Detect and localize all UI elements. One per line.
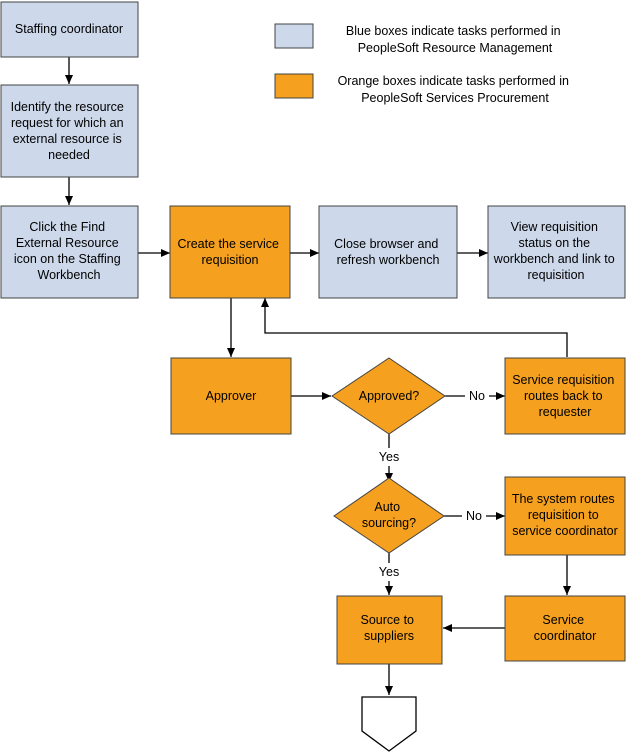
svg-text:Staffing coordinator: Staffing coordinator xyxy=(15,22,123,36)
off-page-connector xyxy=(361,696,417,752)
connectors xyxy=(65,57,571,695)
edge-label-approved-yes: Yes xyxy=(375,448,403,466)
svg-text:Approved?: Approved? xyxy=(359,389,420,403)
edge-label-auto-yes: Yes xyxy=(375,563,403,581)
decision-auto-sourcing: Auto sourcing? xyxy=(333,477,445,554)
svg-text:No: No xyxy=(469,389,485,403)
box-close-browser: Close browser and refresh workbench xyxy=(318,205,458,299)
box-source-to-suppliers: Source to suppliers xyxy=(336,595,443,665)
svg-text:Source to suppliers: Source to suppliers xyxy=(361,613,418,643)
box-identify-request: Identify the resource request for which … xyxy=(0,84,139,178)
box-routes-to-service-coordinator: The system routes requisition to service… xyxy=(504,476,626,556)
edge-label-auto-no: No xyxy=(462,507,486,525)
legend-orange-swatch xyxy=(274,73,314,99)
svg-text:Service coordinator: Service coordinator xyxy=(534,613,597,643)
svg-text:Close browser and refres: Close browser and refresh workbench xyxy=(334,237,442,267)
box-approver: Approver xyxy=(170,357,292,435)
svg-text:Service requisition rout: Service requisition routes back to reque… xyxy=(512,373,618,419)
svg-text:No: No xyxy=(466,509,482,523)
box-create-service-requisition: Create the service requisition xyxy=(169,205,291,299)
legend-blue-swatch xyxy=(274,23,314,49)
box-view-requisition-status: View requisition status on the workbench… xyxy=(487,205,626,299)
svg-text:Create the service requi: Create the service requisition xyxy=(178,237,283,267)
svg-text:Approver: Approver xyxy=(206,389,257,403)
svg-text:Yes: Yes xyxy=(379,450,399,464)
svg-text:Click the Find External: Click the Find External Resource icon on… xyxy=(14,220,124,282)
decision-approved: Approved? xyxy=(331,357,446,435)
svg-text:The system routes requis: The system routes requisition to service… xyxy=(512,492,618,538)
svg-text:Yes: Yes xyxy=(379,565,399,579)
svg-text:Identify the resource re: Identify the resource request for which … xyxy=(11,100,128,162)
box-staffing-coordinator: Staffing coordinator xyxy=(0,1,139,58)
legend-blue-text: Blue boxes indicate tasks performed in P… xyxy=(346,24,564,55)
box-find-external-resource: Click the Find External Resource icon on… xyxy=(0,205,139,299)
edge-label-approved-no: No xyxy=(465,387,489,405)
box-routes-back-to-requester: Service requisition routes back to reque… xyxy=(504,357,626,435)
box-service-coordinator: Service coordinator xyxy=(504,595,626,662)
legend-orange-text: Orange boxes indicate tasks performed in… xyxy=(338,74,573,105)
svg-text:Auto sourcing?: Auto sourcing? xyxy=(362,500,416,530)
svg-text:View requisition status: View requisition status on the workbench… xyxy=(493,220,618,282)
